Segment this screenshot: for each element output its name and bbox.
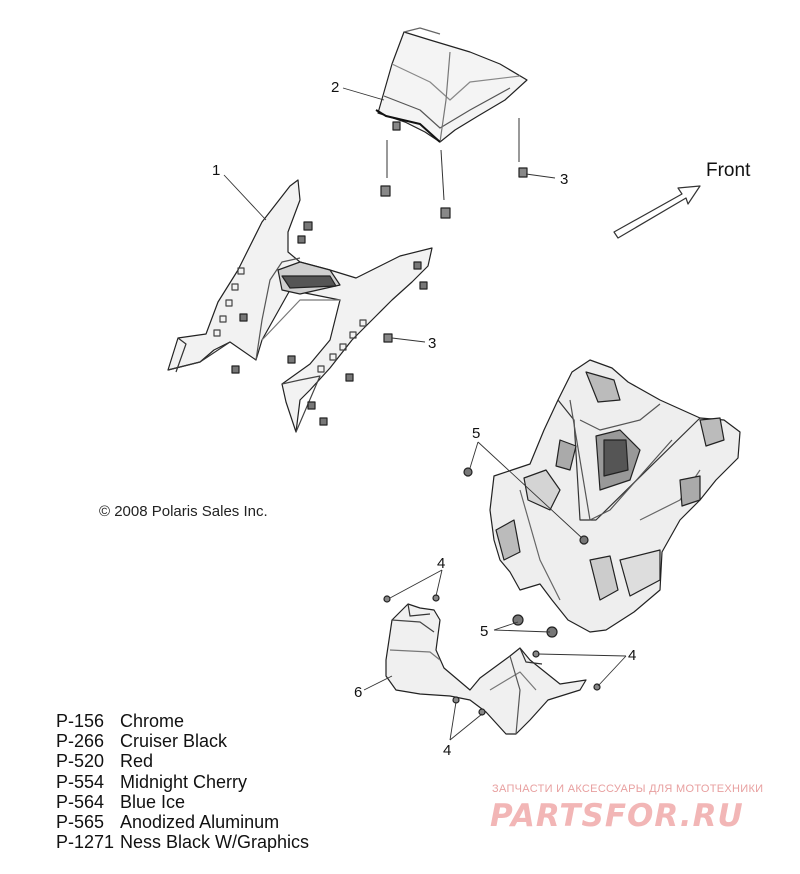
legend-row: P-266 Cruiser Black bbox=[56, 731, 309, 751]
color-name: Cruiser Black bbox=[120, 731, 228, 752]
color-code: P-554 bbox=[56, 771, 105, 792]
callout-3: 3 bbox=[428, 335, 436, 352]
color-name: Midnight Cherry bbox=[120, 771, 248, 792]
color-code: P-266 bbox=[56, 731, 105, 752]
windshield-part bbox=[375, 27, 528, 143]
callout-2: 2 bbox=[331, 79, 339, 96]
callout-5: 5 bbox=[472, 425, 480, 442]
legend-row: P-156 Chrome bbox=[56, 711, 309, 731]
frame-assembly bbox=[489, 359, 741, 633]
callout-4: 4 bbox=[443, 742, 451, 759]
assembly-lines bbox=[386, 118, 520, 201]
color-code: P-564 bbox=[56, 791, 105, 812]
color-name: Ness Black W/Graphics bbox=[120, 832, 310, 853]
callout-6: 6 bbox=[354, 684, 362, 701]
watermark-logo: PARTSFOR.RU bbox=[490, 798, 744, 834]
color-name: Chrome bbox=[120, 711, 185, 731]
color-code: P-565 bbox=[56, 812, 105, 833]
legend-row: P-565 Anodized Aluminum bbox=[56, 812, 309, 832]
color-name: Red bbox=[120, 751, 154, 772]
front-label: Front bbox=[706, 160, 751, 181]
color-name: Anodized Aluminum bbox=[120, 812, 280, 833]
color-name: Blue Ice bbox=[120, 791, 186, 812]
color-code: P-520 bbox=[56, 751, 105, 772]
leader-lines bbox=[223, 87, 627, 741]
legend-row: P-564 Blue Ice bbox=[56, 792, 309, 812]
callout-4: 4 bbox=[628, 647, 636, 664]
callout-1: 1 bbox=[212, 162, 220, 179]
legend-row: P-520 Red bbox=[56, 751, 309, 771]
callout-3: 3 bbox=[560, 171, 568, 188]
color-code: P-1271 bbox=[56, 832, 115, 853]
color-code: P-156 bbox=[56, 711, 105, 731]
copyright-notice: © 2008 Polaris Sales Inc. bbox=[99, 503, 268, 520]
legend-row: P-554 Midnight Cherry bbox=[56, 772, 309, 792]
clip-fasteners bbox=[380, 121, 528, 343]
fairing-part bbox=[167, 179, 433, 433]
front-arrow-icon bbox=[613, 185, 701, 239]
callout-5: 5 bbox=[480, 623, 488, 640]
watermark-subtitle: ЗАПЧАСТИ И АКСЕССУАРЫ ДЛЯ МОТОТЕХНИКИ bbox=[492, 783, 764, 795]
screw-fasteners bbox=[383, 594, 601, 716]
callout-4: 4 bbox=[437, 555, 445, 572]
